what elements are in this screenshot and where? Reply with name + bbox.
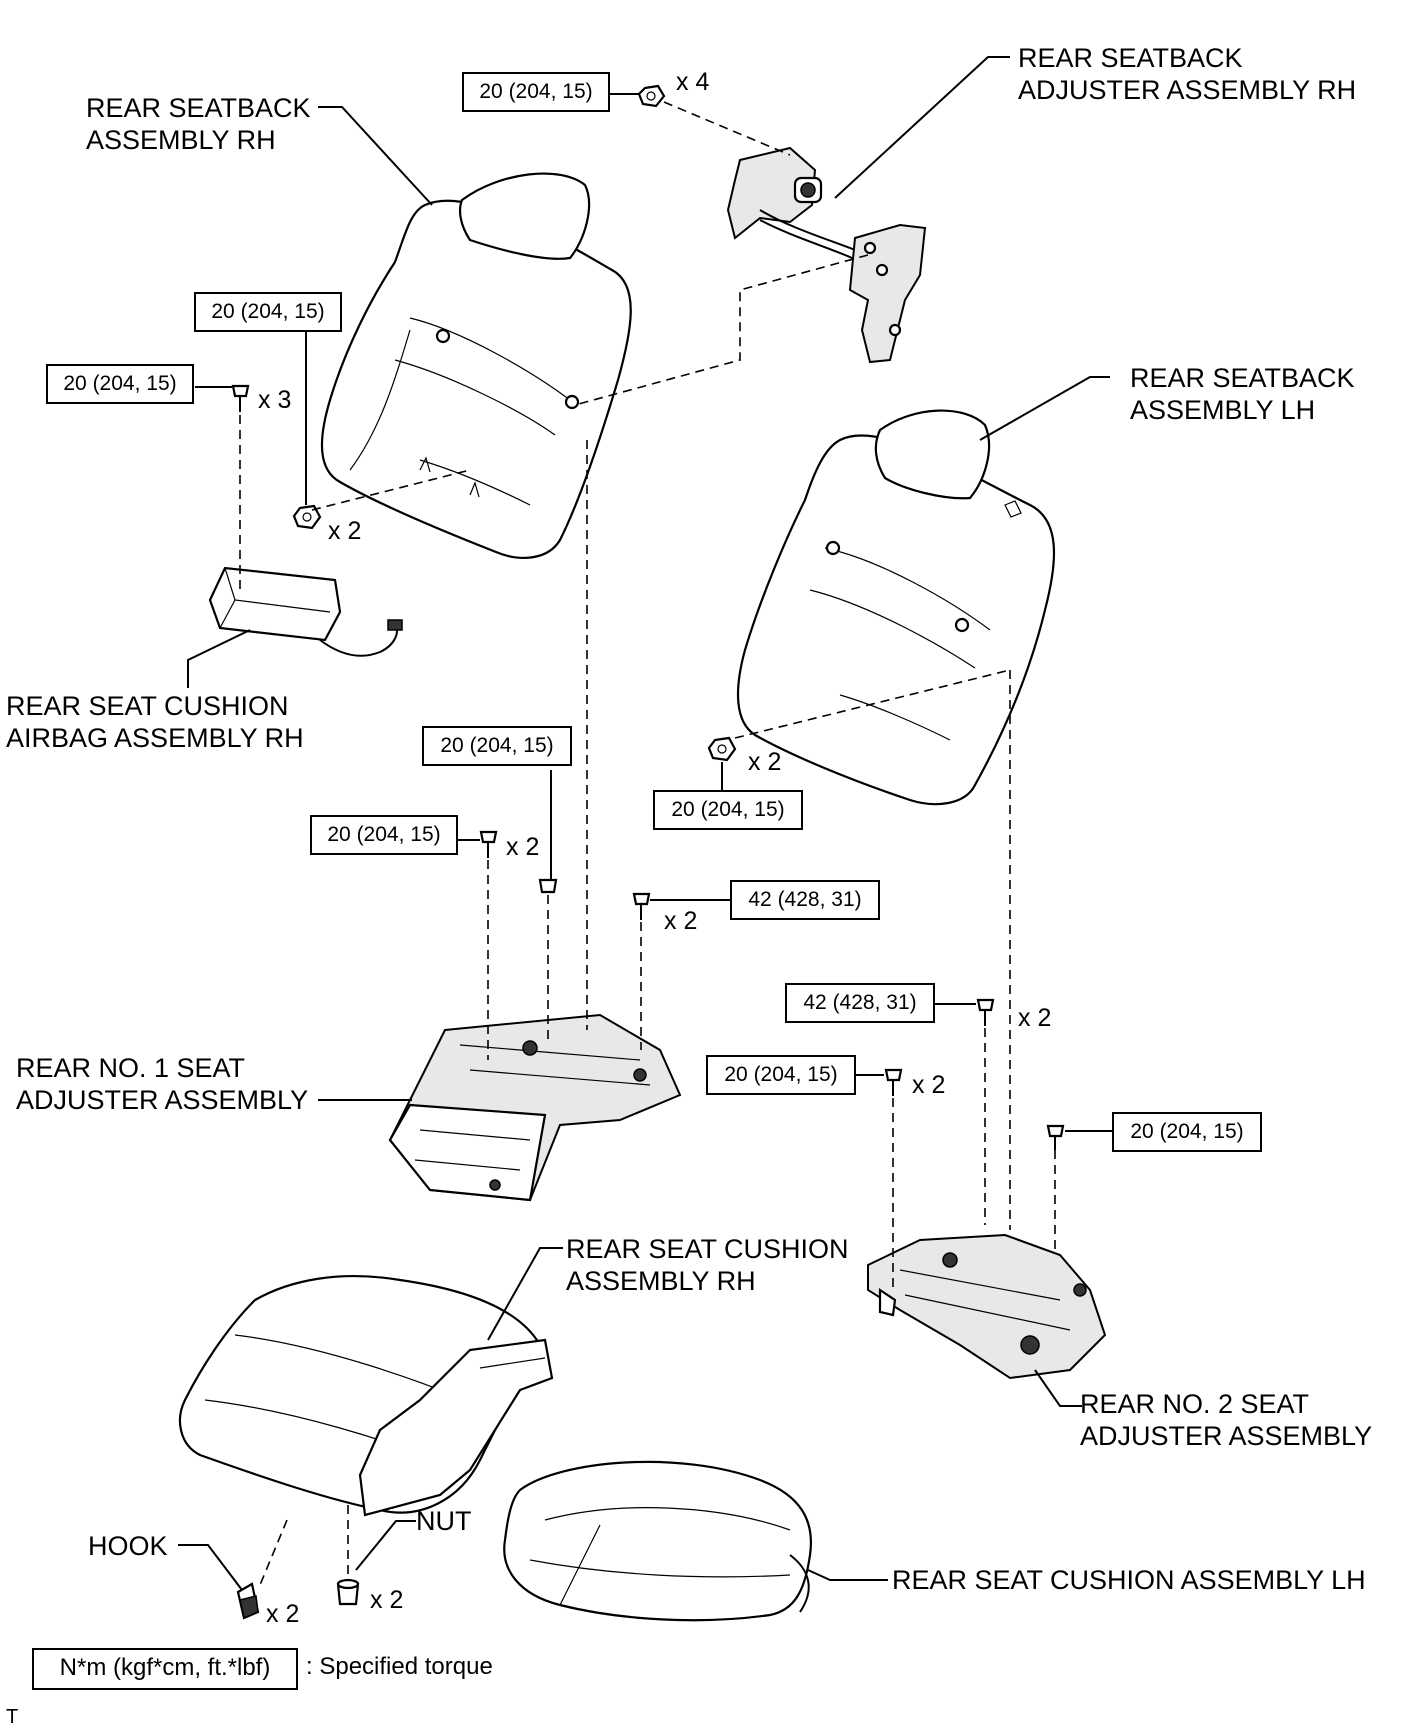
qty-nut: x 2 [370,1586,404,1614]
label-seatback-rh: REAR SEATBACK ASSEMBLY RH [86,93,311,155]
qty-airbag-bolt: x 3 [258,386,292,414]
torque-box-no2-nut: 20 (204, 15) [1112,1112,1262,1152]
label-cushion-rh: REAR SEAT CUSHION ASSEMBLY RH [566,1234,849,1296]
torque-box-no1-bolt42: 42 (428, 31) [730,880,880,920]
qty-seatback-rh-nut: x 2 [328,517,362,545]
torque-box-no2-bolt42: 42 (428, 31) [785,983,935,1023]
assembly-dashed-lines [239,101,1056,1586]
label-cushion-lh: REAR SEAT CUSHION ASSEMBLY LH [892,1565,1366,1595]
torque-box-no1-bolt: 20 (204, 15) [310,815,458,855]
seatback-lh-drawing [736,409,1056,806]
label-no1-adjuster: REAR NO. 1 SEAT ADJUSTER ASSEMBLY [16,1053,309,1115]
qty-no1-bolt42: x 2 [664,907,698,935]
label-no2-adjuster: REAR NO. 2 SEAT ADJUSTER ASSEMBLY [1080,1389,1373,1451]
legend-text: : Specified torque [306,1653,493,1680]
hook-drawing [236,1582,260,1620]
airbag-rh-drawing [208,566,403,657]
footer-code: T [6,1706,19,1728]
legend-unit-box: N*m (kgf*cm, ft.*lbf) [32,1648,298,1690]
qty-adjuster-nut: x 4 [676,68,710,96]
nut-drawing [336,1578,360,1606]
seatback-adjuster-rh-drawing [726,146,927,364]
qty-hook: x 2 [266,1600,300,1628]
qty-seatback-lh-nut: x 2 [748,748,782,776]
label-hook: HOOK [88,1531,168,1561]
label-airbag-rh: REAR SEAT CUSHION AIRBAG ASSEMBLY RH [6,691,304,753]
torque-box-airbag-bolt: 20 (204, 15) [46,364,194,404]
label-nut: NUT [416,1506,472,1536]
qty-no2-bolt42: x 2 [1018,1004,1052,1032]
label-seatback-lh: REAR SEATBACK ASSEMBLY LH [1130,363,1355,425]
no1-adjuster-drawing [388,1013,682,1202]
label-seatback-adjuster-rh: REAR SEATBACK ADJUSTER ASSEMBLY RH [1018,43,1357,105]
qty-no2-bolt: x 2 [912,1071,946,1099]
cushion-lh-drawing [503,1460,812,1622]
torque-box-seatback-rh-nut: 20 (204, 15) [194,292,342,332]
torque-box-no2-bolt: 20 (204, 15) [706,1055,856,1095]
fasteners [231,84,1065,1150]
no2-adjuster-drawing [867,1233,1107,1380]
torque-box-no1-nut: 20 (204, 15) [422,726,572,766]
qty-no1-bolt: x 2 [506,833,540,861]
cushion-rh-drawing [178,1275,554,1517]
seatback-rh-drawing [320,172,632,559]
torque-box-adjuster-nut: 20 (204, 15) [462,72,610,112]
torque-box-seatback-lh-nut: 20 (204, 15) [653,790,803,830]
leader-lines [178,56,1112,1591]
